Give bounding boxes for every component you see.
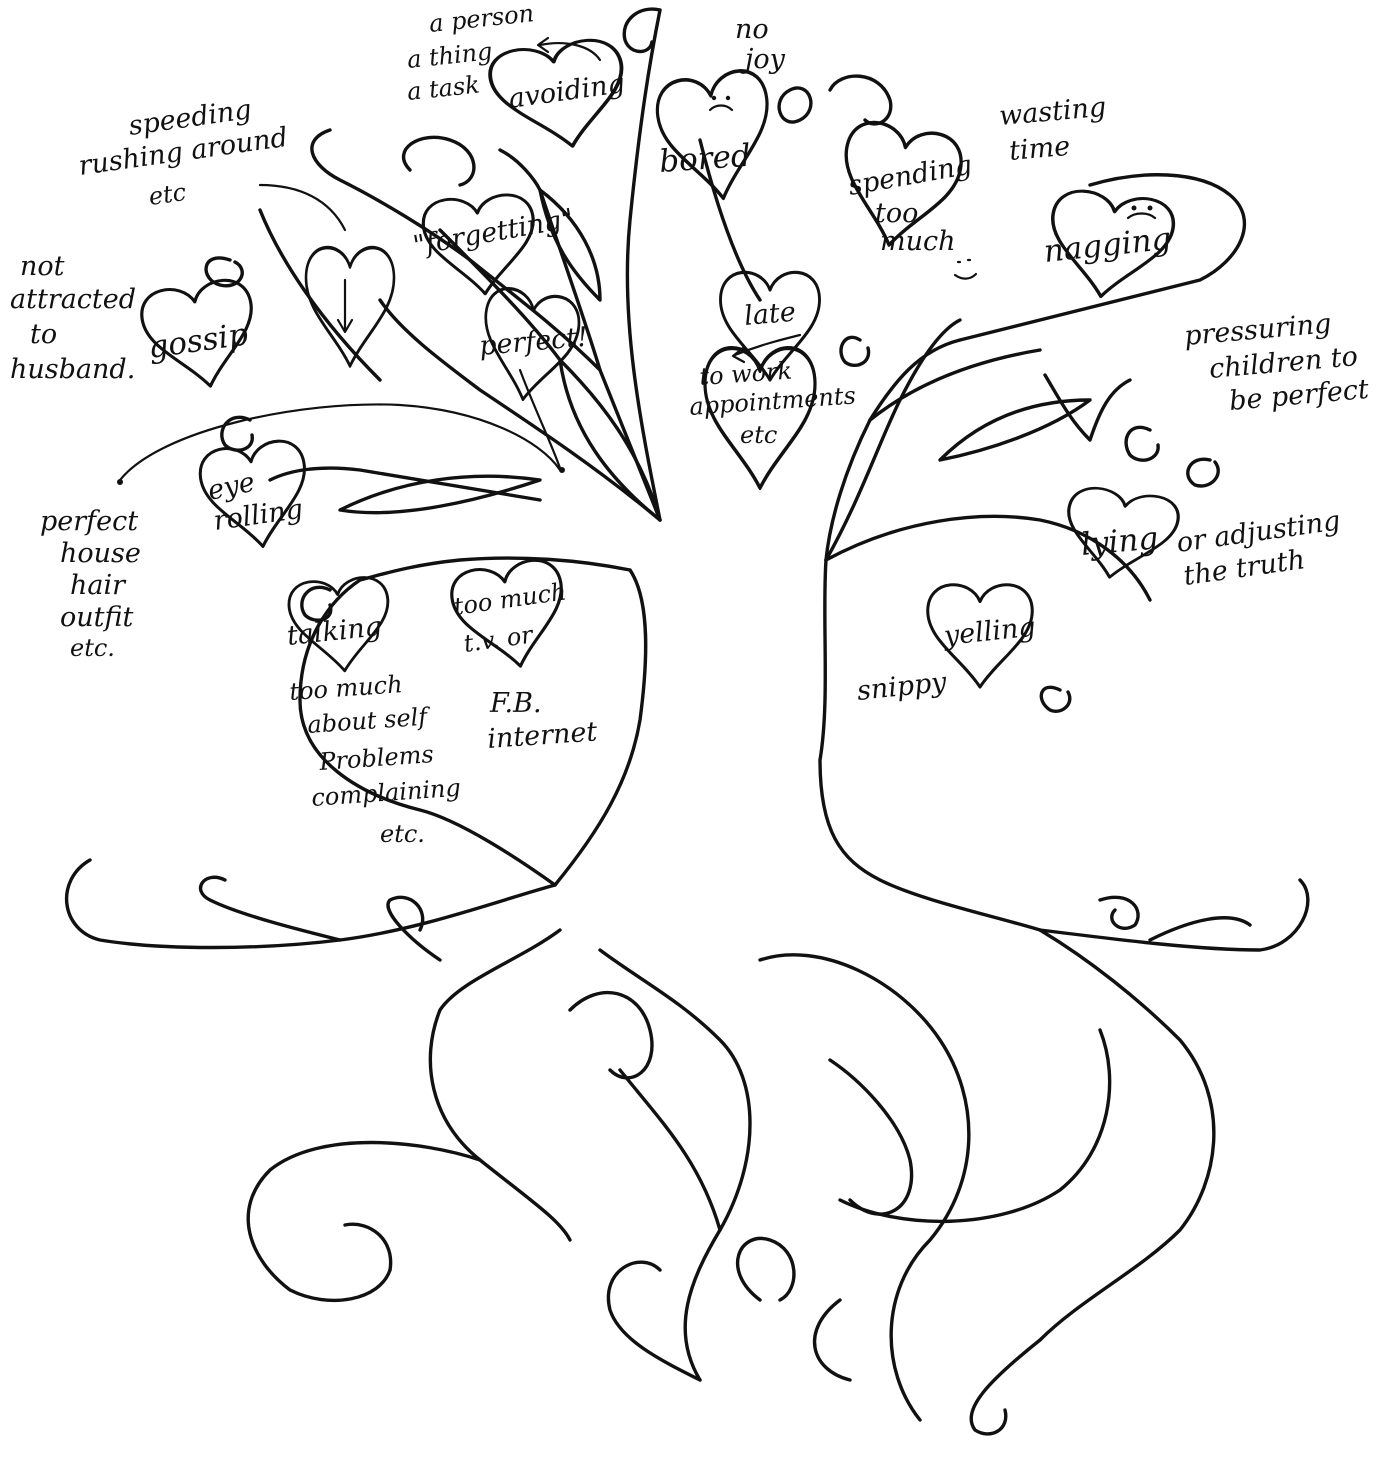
text-too-much-tv: too much [452,577,568,620]
pointer-speeding [260,185,345,230]
trunk-right-outline [826,340,960,560]
leaf-left-curl [260,210,380,380]
text-spending: spending [846,150,975,202]
root-center [620,1070,720,1230]
leaf-right-v [1045,375,1130,440]
text-tv-or: t.v. or [462,620,536,658]
text-about-self: about self [306,702,432,739]
text-hair: hair [70,570,127,601]
root-right-inner [830,1060,912,1214]
text-avoiding: avoiding [507,68,627,115]
text-too-much: too much [288,670,403,706]
text-a-task: a task [406,71,481,106]
root-far-right-2 [1150,918,1250,940]
text-to: to [30,319,57,350]
swirl-right-2 [1188,459,1218,486]
text-talking: talking [285,611,383,652]
text-etc-talking: etc. [380,820,425,848]
text-perfect-excl: perfect! [478,322,589,362]
root-center-curl [570,993,652,1078]
swirl-top-left [404,137,474,185]
swirl-center-right [841,337,869,365]
text-yelling: yelling [941,612,1037,653]
text-gossip: gossip [146,316,250,366]
text-forgetting: "forgetting" [411,203,576,262]
root-far-right [1040,880,1308,950]
sad-face-nagging [1128,214,1155,219]
root-center-right [760,955,969,1420]
text-nagging: nagging [1042,221,1173,270]
branch-right-1 [826,320,960,560]
text-time: time [1008,131,1072,167]
root-left-main [430,930,570,1240]
text-snippy: snippy [855,667,948,707]
swirl-mid-right [779,88,811,122]
text-too: too [875,198,918,229]
heart-bored [654,67,778,207]
text-internet: internet [486,716,598,755]
sad-eye-4 [726,96,730,100]
arrow-heart-down [338,280,352,332]
root-left-down [248,1143,480,1301]
root-center-left [600,950,750,1380]
text-not: not [20,251,65,282]
sad-face-bored [710,106,732,111]
text-perfect: perfect [40,506,138,537]
branch-left-mid [270,468,540,500]
text-much: much [880,226,956,257]
text-etc-late: etc [740,421,777,449]
root-far-left [67,860,555,948]
root-left-curl [201,877,340,940]
root-right-swirl [1100,897,1138,928]
root-left-inner [345,1224,391,1270]
root-low-center-2 [738,1238,794,1300]
root-right-main [1040,930,1214,1340]
sad-eye-3 [712,96,716,100]
text-fb: F.B. [489,688,542,719]
text-bored: bored [658,138,752,180]
text-lying: lying [1080,520,1160,563]
branch-left-low [360,558,630,580]
text-a-person: a person [428,0,536,38]
branch-center-up [627,10,660,520]
text-no: no [735,14,769,45]
pointer-dot-left [117,479,123,485]
text-late: late [743,297,797,332]
text-a-thing: a thing [406,37,494,74]
text-husband: husband. [10,354,135,385]
text-attracted: attracted [10,284,136,315]
text-outfit: outfit [60,602,134,633]
text-house: house [60,538,141,569]
text-joy: joy [740,44,786,75]
dots-much [955,260,976,279]
swirl-right-1 [1126,427,1158,460]
root-right-arch [840,1030,1110,1221]
root-right-tip [971,1340,1040,1434]
swirl-upper-right [830,76,891,124]
leaf-right-big [940,400,1090,460]
text-problems: Problems [317,740,434,776]
text-complaining: complaining [310,774,461,812]
root-low-right [815,1300,850,1380]
text-wasting: wasting [998,92,1108,132]
sad-eye-1 [1132,206,1137,211]
swirl-right-3 [1041,687,1070,711]
text-etc-perfect: etc. [70,634,115,662]
sad-eye-2 [1148,206,1153,211]
text-etc: etc [147,178,188,211]
